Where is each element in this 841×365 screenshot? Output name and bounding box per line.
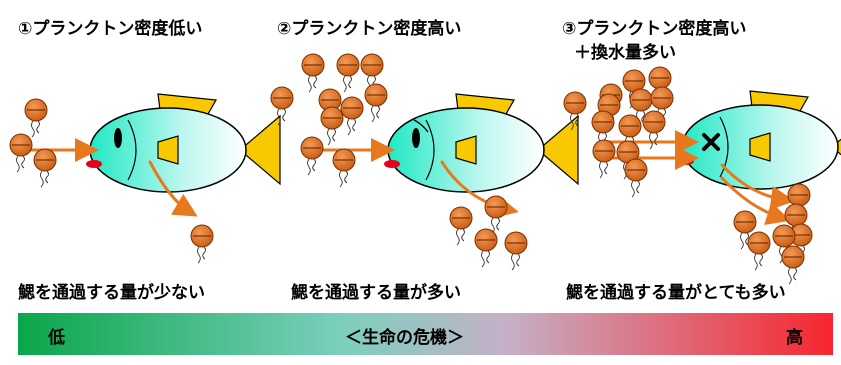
gill-line (425, 119, 435, 181)
panel2-title: ②プランクトン密度高い (277, 19, 462, 39)
plankton (781, 245, 805, 285)
pectoral-fin (157, 135, 179, 165)
plankton-tail (649, 132, 658, 150)
plankton-tail (277, 108, 286, 126)
panel1-title: ①プランクトン密度低い (18, 19, 203, 39)
eye (412, 128, 420, 148)
tail-fin (239, 114, 281, 186)
plankton-tail (511, 253, 520, 271)
plankton (360, 53, 384, 93)
fish (86, 93, 281, 193)
plankton-tail (327, 128, 336, 146)
plankton (340, 96, 364, 136)
water-flow-arrow (148, 160, 198, 217)
plankton (650, 86, 674, 126)
eyebrow (413, 119, 429, 133)
plankton (301, 53, 325, 93)
plankton (642, 110, 666, 150)
x-eye (702, 133, 720, 151)
plankton (747, 231, 771, 271)
plankton-tail (339, 170, 348, 188)
plankton (320, 106, 344, 146)
pectoral-fin (749, 132, 771, 162)
plankton-tail (599, 161, 608, 179)
scale-low-label: 低 (48, 328, 65, 348)
plankton-tail (481, 250, 490, 268)
plankton-tail (740, 232, 749, 250)
scale-high-label: 高 (786, 328, 803, 348)
plankton-tail (307, 158, 316, 176)
plankton-tail (631, 180, 640, 198)
plankton (474, 228, 498, 268)
water-flow-arrow (720, 163, 795, 210)
plankton-tail (197, 246, 206, 264)
gill-line (127, 119, 137, 181)
plankton (592, 139, 616, 179)
plankton (364, 83, 388, 123)
plankton (300, 136, 324, 176)
plankton (336, 53, 360, 93)
plankton-tail (371, 105, 380, 123)
water-flow-arrow (720, 176, 791, 225)
plankton (270, 86, 294, 126)
panel2-caption: 鰓を通過する量が多い (291, 283, 461, 303)
plankton (9, 133, 33, 173)
plankton-tail (456, 228, 465, 246)
panel1-caption: 鰓を通過する量が少ない (18, 283, 205, 303)
plankton (504, 231, 528, 271)
fish (384, 93, 579, 193)
panel3-title: ③プランクトン密度高い (562, 19, 747, 39)
plankton-tail (16, 155, 25, 173)
plankton (449, 206, 473, 246)
plankton-tail (40, 170, 49, 188)
plankton (563, 91, 587, 131)
plankton-tail (570, 113, 579, 131)
plankton (624, 158, 648, 198)
plankton-tail (788, 267, 797, 285)
panel3-subtitle: ＋換水量多い (574, 43, 676, 63)
tail-fin (537, 114, 579, 186)
plankton-tail (343, 75, 352, 93)
plankton-tail (347, 118, 356, 136)
pectoral-fin (455, 135, 477, 165)
plankton (33, 148, 57, 188)
plankton (733, 210, 757, 250)
plankton (484, 195, 508, 235)
plankton-tail (31, 120, 40, 138)
plankton (190, 224, 214, 264)
plankton (332, 148, 356, 188)
plankton-tail (308, 75, 317, 93)
plankton (772, 224, 796, 264)
risk-scale-bar: 低 ＜生命の危機＞ 高 (18, 313, 833, 355)
eye (114, 128, 122, 148)
plankton (24, 98, 48, 138)
plankton-tail (754, 253, 763, 271)
scale-center-label: ＜生命の危機＞ (345, 328, 464, 348)
gill-line (719, 116, 729, 178)
mouth (86, 160, 102, 168)
fish (678, 90, 841, 190)
mouth (384, 160, 400, 168)
panel3-caption: 鰓を通過する量がとても多い (566, 283, 786, 303)
